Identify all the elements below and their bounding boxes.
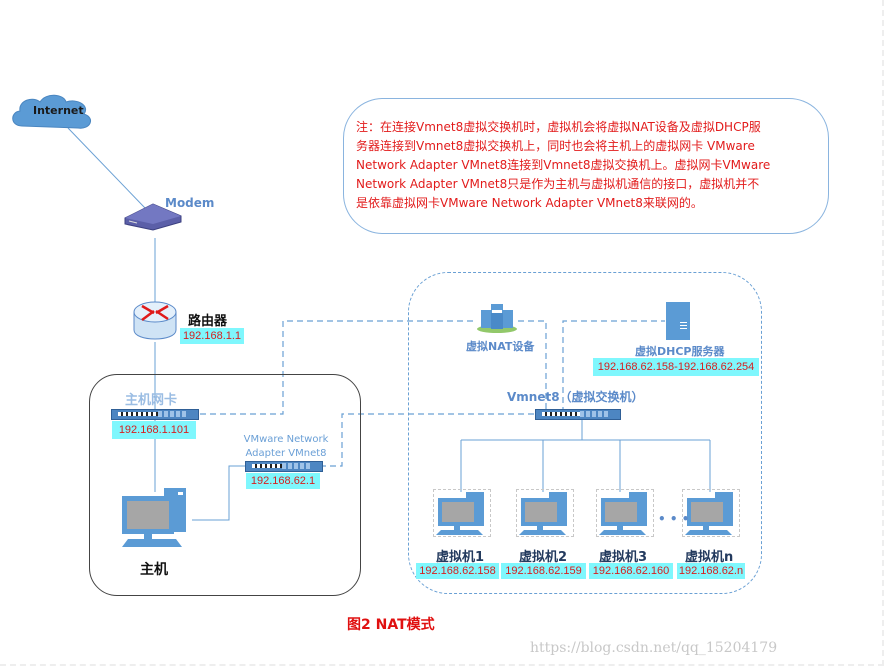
- note-line: 是依靠虚拟网卡VMware Network Adapter VMnet8来联网的…: [356, 196, 703, 210]
- link-vmnet8adapter-switch: [320, 413, 534, 467]
- vm-ip: 192.168.62.n: [677, 563, 745, 579]
- vm-computer-icon: [433, 489, 491, 537]
- router-icon: [132, 300, 178, 342]
- vswitch-label: Vmnet8（虚拟交换机）: [507, 390, 644, 404]
- vmnet8-adapter-label-line1: VMware Network: [243, 434, 329, 445]
- modem-label: Modem: [165, 196, 215, 210]
- nat-device-label: 虚拟NAT设备: [466, 340, 535, 353]
- nat-device-icon: [475, 302, 519, 334]
- watermark: https://blog.csdn.net/qq_15204179: [530, 640, 778, 656]
- router-ip: 192.168.1.1: [180, 328, 244, 344]
- vm-computer-icon: [516, 489, 574, 537]
- host-label: 主机: [140, 562, 168, 578]
- host-nic-label: 主机网卡: [125, 393, 178, 408]
- vm-label: 虚拟机1: [436, 550, 485, 565]
- vm-computer-icon: [596, 489, 654, 537]
- note-line: 务器连接到Vmnet8虚拟交换机上，同时也会将主机上的虚拟网卡 VMware: [356, 139, 755, 153]
- vm-ip: 192.168.62.160: [589, 563, 673, 579]
- ellipsis: • • •: [658, 512, 690, 526]
- figure-caption: 图2 NAT模式: [347, 617, 435, 633]
- vm-computer-icon: [682, 489, 740, 537]
- note-line: 注：在连接Vmnet8虚拟交换机时，虚拟机会将虚拟NAT设备及虚拟DHCP服: [356, 120, 761, 134]
- modem-icon: [123, 202, 183, 232]
- link-host-vmnet8adapter: [192, 465, 248, 521]
- dhcp-ip-range: 192.168.62.158-192.168.62.254: [593, 358, 759, 376]
- router-label: 路由器: [188, 314, 228, 329]
- vswitch-icon: [535, 409, 621, 420]
- vmnet8-adapter-label-line2: Adapter VMnet8: [245, 448, 327, 459]
- internet-label: Internet: [33, 104, 84, 117]
- vmnet8-adapter-icon: [245, 461, 323, 472]
- vm-label: 虚拟机3: [599, 550, 648, 565]
- host-group: [89, 374, 361, 596]
- vm-label: 虚拟机2: [519, 550, 568, 565]
- vm-ip: 192.168.62.159: [501, 563, 586, 579]
- dhcp-server-icon: [666, 302, 690, 340]
- note-line: Network Adapter VMnet8连接到Vmnet8虚拟交换机上。虚拟…: [356, 158, 771, 172]
- vm-label: 虚拟机n: [685, 550, 734, 565]
- virtual-network-group: [408, 272, 762, 594]
- host-computer-icon: [118, 486, 193, 548]
- vm-ip: 192.168.62.158: [416, 563, 499, 579]
- note-line: Network Adapter VMnet8只是作为主机与虚拟机通信的接口，虚拟…: [356, 177, 760, 191]
- host-nic-icon: [111, 409, 199, 420]
- note-text: 注：在连接Vmnet8虚拟交换机时，虚拟机会将虚拟NAT设备及虚拟DHCP服 务…: [356, 118, 824, 213]
- note-callout: [343, 98, 829, 234]
- link-hostnic-nat: [200, 320, 475, 415]
- vmnet8-adapter-label: VMware Network Adapter VMnet8: [242, 433, 330, 461]
- link-dhcp-switch: [562, 320, 665, 413]
- host-nic-ip: 192.168.1.101: [112, 421, 196, 439]
- internet-cloud-icon: [8, 92, 96, 132]
- vmnet8-adapter-ip: 192.168.62.1: [246, 473, 320, 489]
- dhcp-server-label: 虚拟DHCP服务器: [635, 345, 725, 358]
- link-internet-modem: [67, 127, 146, 209]
